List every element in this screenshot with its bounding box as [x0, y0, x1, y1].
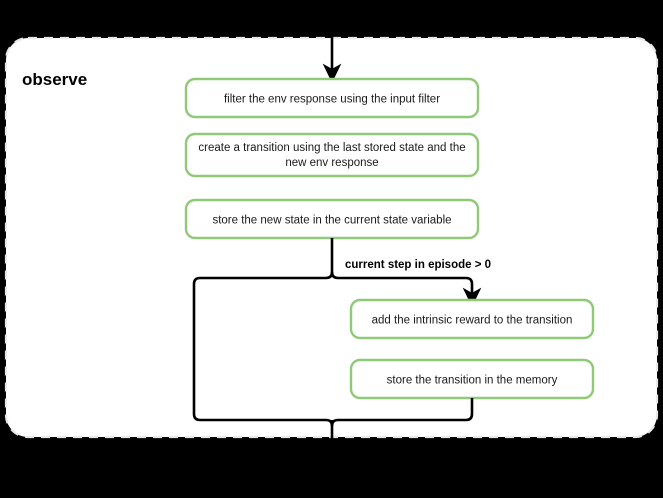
node-filter-env-response[interactable]: filter the env response using the input … [184, 77, 480, 119]
group-title-observe: observe [22, 70, 87, 89]
edge-label-current-step-in-episode: current step in episode > 0 [345, 259, 491, 271]
node-filter-env-response-label: filter the env response using the input … [224, 94, 440, 106]
node-store-transition-memory-label: store the transition in the memory [387, 375, 558, 387]
node-add-intrinsic-reward-label: add the intrinsic reward to the transiti… [372, 315, 573, 327]
node-create-transition-label-line1: create a transition using the last store… [198, 142, 465, 154]
node-create-transition-label-line2: new env response [285, 157, 378, 169]
node-store-transition-memory[interactable]: store the transition in the memory [349, 358, 595, 400]
node-filter-env-response-box[interactable] [184, 77, 480, 119]
node-create-transition-box[interactable] [184, 132, 480, 178]
node-create-transition[interactable]: create a transition using the last store… [184, 132, 480, 178]
edge-bypass-branch [192, 271, 334, 427]
node-store-new-state[interactable]: store the new state in the current state… [184, 198, 480, 240]
edge-conditional-branch [330, 271, 482, 307]
node-store-new-state-label: store the new state in the current state… [212, 215, 451, 227]
node-add-intrinsic-reward[interactable]: add the intrinsic reward to the transiti… [349, 298, 595, 340]
node-add-intrinsic-reward-box[interactable] [349, 298, 595, 340]
